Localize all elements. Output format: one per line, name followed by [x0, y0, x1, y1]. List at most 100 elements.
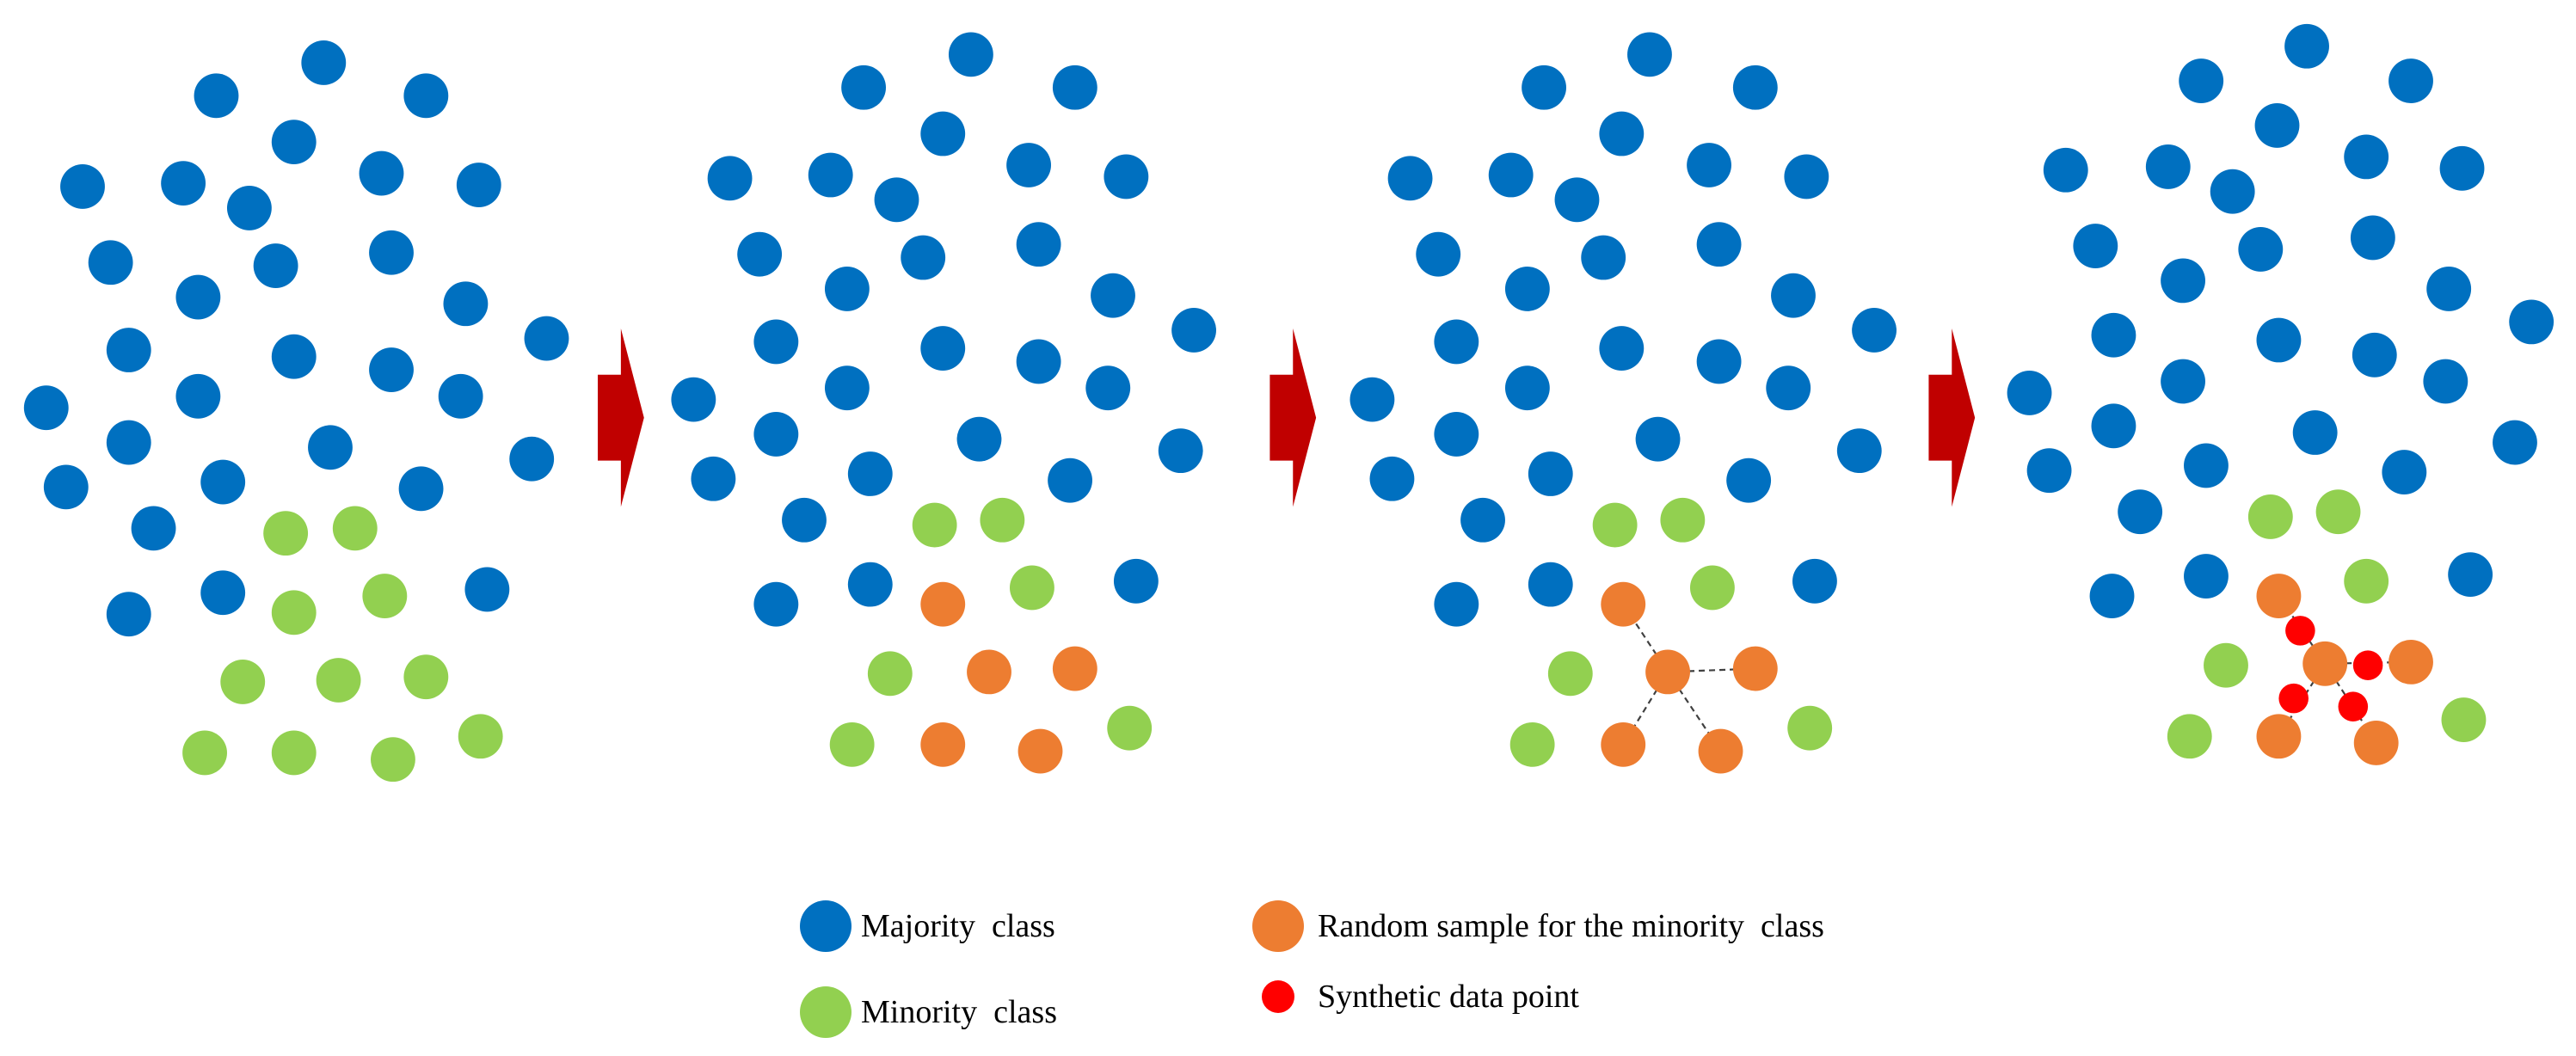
random-sample-point [2256, 574, 2302, 618]
random-sample-point [920, 581, 966, 627]
majority-point [1771, 273, 1816, 318]
legend-random-sample-label: Random sample for the minority class [1318, 908, 1824, 944]
minority-point [271, 590, 317, 635]
majority-point [2256, 317, 2302, 363]
majority-point [1599, 326, 1645, 371]
majority-point [2350, 215, 2395, 261]
majority-point [161, 161, 206, 206]
majority-point [226, 185, 272, 230]
majority-point [2352, 332, 2397, 378]
majority-point [1460, 497, 1505, 543]
majority-point [1434, 319, 1479, 365]
step-arrow-3 [1928, 328, 1976, 507]
majority-point [707, 156, 753, 201]
majority-point [359, 150, 404, 196]
majority-point [200, 459, 246, 505]
majority-point [23, 385, 69, 431]
majority-point [1488, 152, 1534, 198]
minority-point [1010, 565, 1054, 611]
majority-point [1528, 562, 1573, 607]
majority-point [43, 464, 89, 510]
legend-synthetic-marker [1262, 980, 1294, 1013]
majority-point [1687, 143, 1731, 187]
legend: Majority class Minority class Random sam… [800, 900, 1824, 1038]
minority-point [1660, 497, 1706, 543]
majority-point [2254, 102, 2300, 148]
random-sample-point [967, 649, 1011, 695]
minority-point [1107, 705, 1153, 751]
majority-point [1522, 64, 1566, 110]
random-sample-point [2302, 641, 2348, 686]
minority-point [2204, 642, 2248, 688]
majority-point [2161, 359, 2205, 404]
majority-point [1416, 231, 1461, 277]
majority-point [1369, 456, 1415, 501]
majority-point [369, 230, 414, 275]
majority-point [1696, 222, 1742, 267]
majority-point [2145, 144, 2191, 189]
majority-point [956, 416, 1002, 462]
minority-point [182, 730, 227, 776]
majority-point [1696, 339, 1742, 384]
majority-point [1726, 457, 1772, 503]
minority-point [2344, 558, 2389, 604]
minority-point [263, 511, 309, 556]
legend-majority: Majority class [800, 900, 1055, 952]
majority-point [691, 456, 736, 501]
majority-point [753, 412, 799, 457]
majority-point [753, 581, 799, 627]
minority-point [2247, 494, 2293, 539]
majority-point [1349, 377, 1395, 422]
majority-point [1085, 365, 1131, 411]
random-sample-point [1601, 581, 1646, 627]
majority-point [2448, 552, 2493, 598]
panel-3 [1349, 32, 1897, 774]
minority-point [829, 721, 875, 767]
majority-point [2284, 23, 2329, 69]
legend-majority-marker [800, 900, 851, 952]
majority-point [443, 281, 489, 327]
majority-point [1387, 156, 1433, 201]
synthetic-point [2338, 691, 2369, 721]
minority-point [980, 497, 1025, 543]
majority-point [1052, 64, 1097, 110]
minority-point [403, 654, 449, 700]
minority-point [1592, 502, 1638, 548]
majority-point [920, 326, 966, 371]
majority-point [671, 377, 716, 422]
majority-point [464, 567, 510, 612]
majority-point [301, 40, 347, 85]
majority-point [106, 328, 151, 372]
majority-point [1732, 64, 1778, 110]
synthetic-point [2278, 683, 2309, 714]
panel-4 [2007, 23, 2554, 765]
majority-point [308, 425, 353, 470]
majority-point [808, 152, 853, 198]
minority-point [458, 714, 503, 759]
majority-point [753, 319, 799, 365]
majority-point [2439, 145, 2485, 191]
majority-point [369, 347, 414, 392]
majority-point [1836, 428, 1882, 474]
majority-point [2091, 403, 2136, 449]
panel-1 [23, 40, 569, 783]
minority-point [220, 659, 266, 704]
majority-point [2026, 448, 2072, 494]
majority-point [1599, 111, 1645, 157]
majority-point [1171, 308, 1216, 353]
majority-point [131, 506, 176, 551]
majority-point [194, 73, 239, 119]
majority-point [824, 267, 870, 311]
majority-point [2091, 312, 2136, 358]
minority-point [1689, 565, 1735, 611]
minority-point [2315, 489, 2361, 535]
minority-point [362, 574, 408, 618]
legend-synthetic: Synthetic data point [1262, 979, 1579, 1015]
majority-point [1016, 222, 1061, 267]
majority-point [1016, 339, 1061, 384]
majority-point [2238, 226, 2284, 272]
majority-point [874, 177, 919, 223]
majority-point [456, 163, 501, 207]
step-arrow-2 [1270, 328, 1317, 507]
majority-point [60, 164, 105, 209]
